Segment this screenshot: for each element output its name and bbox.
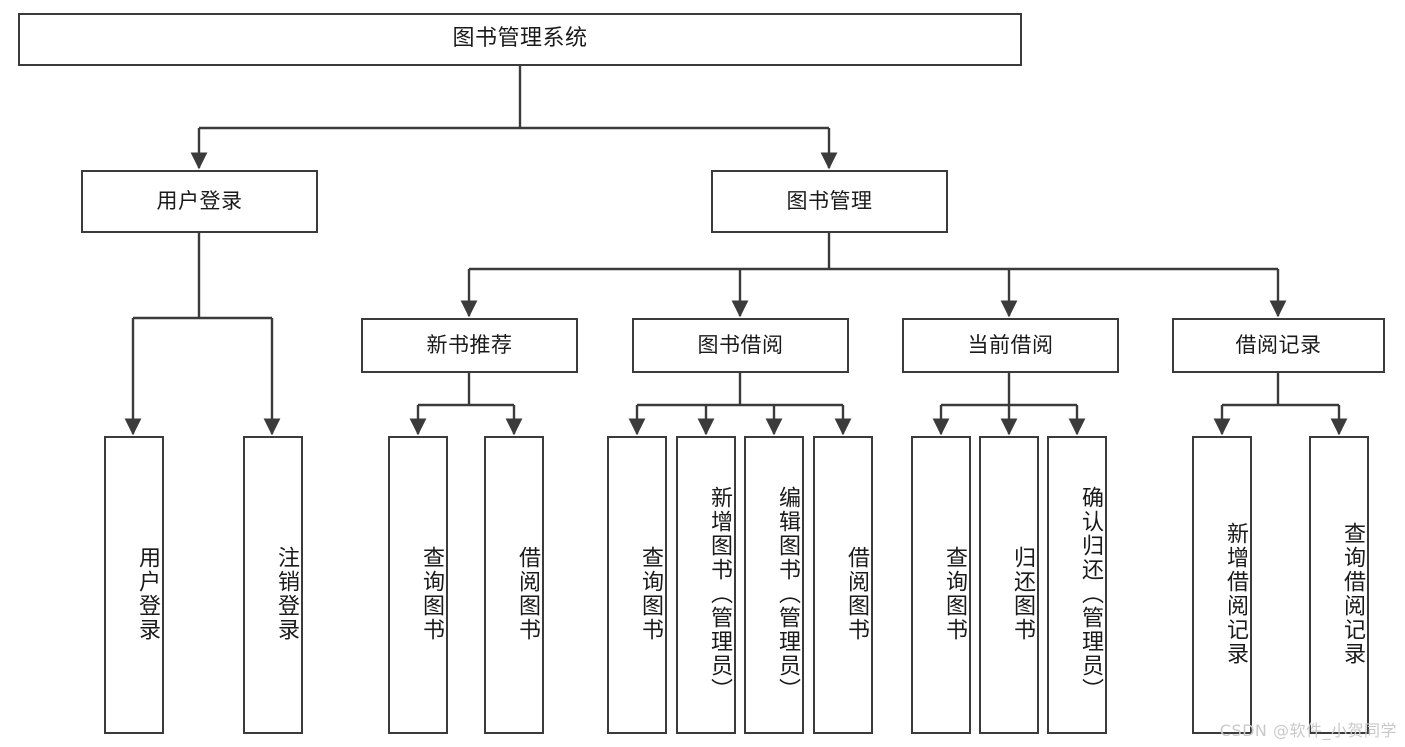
leaf-user-login[interactable]: 用户登录 — [104, 436, 164, 734]
leaf-query-book[interactable]: 查询图书 — [607, 436, 667, 734]
leaf-borrow-book[interactable]: 借阅图书 — [813, 436, 873, 734]
node-label: 当前借阅 — [967, 332, 1054, 357]
node-label: 新增图书（管理员） — [707, 486, 732, 702]
leaf-logout[interactable]: 注销登录 — [243, 436, 303, 734]
node-label: 借阅图书 — [844, 546, 869, 642]
node-user-login[interactable]: 用户登录 — [81, 170, 318, 233]
node-label: 新增借阅记录 — [1223, 522, 1248, 666]
node-label: 图书管理系统 — [452, 26, 588, 52]
node-label: 用户登录 — [135, 546, 160, 642]
leaf-edit-book-admin[interactable]: 编辑图书（管理员） — [744, 436, 804, 734]
node-label: 图书借阅 — [697, 332, 784, 357]
leaf-query-book-recommend[interactable]: 查询图书 — [388, 436, 448, 734]
node-current-borrow[interactable]: 当前借阅 — [902, 318, 1119, 373]
node-label: 借阅记录 — [1235, 332, 1322, 357]
node-label: 查询图书 — [942, 546, 967, 642]
leaf-add-borrow-record[interactable]: 新增借阅记录 — [1192, 436, 1252, 734]
node-book-management[interactable]: 图书管理 — [711, 170, 948, 233]
node-label: 编辑图书（管理员） — [775, 486, 800, 702]
node-borrow-record[interactable]: 借阅记录 — [1172, 318, 1385, 373]
leaf-add-book-admin[interactable]: 新增图书（管理员） — [676, 436, 736, 734]
leaf-query-book-current[interactable]: 查询图书 — [911, 436, 971, 734]
leaf-return-book[interactable]: 归还图书 — [979, 436, 1039, 734]
node-root-book-management-system[interactable]: 图书管理系统 — [18, 13, 1022, 66]
node-new-book-recommend[interactable]: 新书推荐 — [361, 318, 578, 373]
node-label: 借阅图书 — [515, 546, 540, 642]
node-label: 查询借阅记录 — [1340, 522, 1365, 666]
node-label: 查询图书 — [638, 546, 663, 642]
node-book-borrow[interactable]: 图书借阅 — [632, 318, 849, 373]
leaf-query-borrow-record[interactable]: 查询借阅记录 — [1309, 436, 1369, 734]
node-label: 用户登录 — [156, 188, 243, 213]
node-label: 查询图书 — [419, 546, 444, 642]
node-label: 确认归还（管理员） — [1078, 486, 1103, 702]
leaf-borrow-book-recommend[interactable]: 借阅图书 — [484, 436, 544, 734]
node-label: 归还图书 — [1010, 546, 1035, 642]
csdn-watermark: CSDN @软件_小贺同学 — [1219, 721, 1397, 740]
leaf-confirm-return-admin[interactable]: 确认归还（管理员） — [1047, 436, 1107, 734]
node-label: 图书管理 — [786, 188, 873, 213]
node-label: 新书推荐 — [426, 332, 513, 357]
node-label: 注销登录 — [274, 546, 299, 642]
